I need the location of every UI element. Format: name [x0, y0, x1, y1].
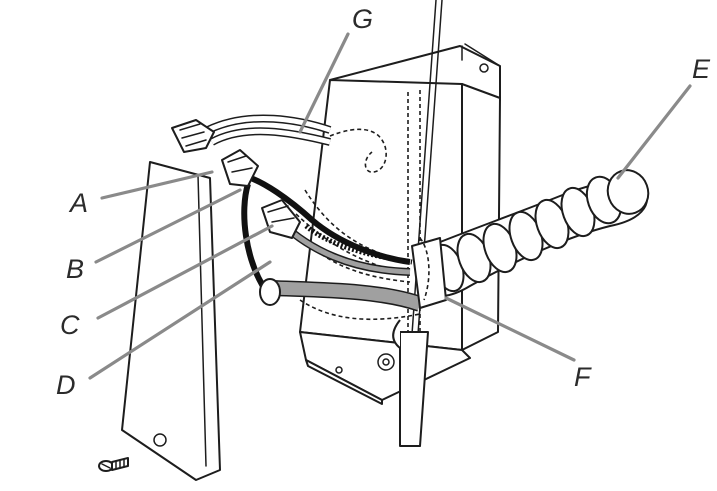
leader-a	[100, 170, 214, 200]
leader-lines	[88, 32, 692, 380]
leader-c	[96, 224, 274, 320]
leader-g	[298, 32, 350, 134]
label-d: D	[56, 370, 76, 400]
label-c: C	[60, 310, 80, 340]
label-a: A	[68, 188, 88, 218]
junction-box-icon	[299, 0, 501, 447]
callout-labels: A B C D E F G	[56, 4, 711, 400]
cover-plate	[121, 161, 221, 481]
leader-f	[444, 296, 576, 362]
leader-d	[88, 260, 272, 380]
wire-nut-icon	[171, 119, 215, 153]
label-g: G	[352, 4, 373, 34]
leader-b	[94, 188, 242, 264]
label-e: E	[692, 54, 711, 84]
label-f: F	[574, 362, 592, 392]
screw-icon	[98, 457, 129, 472]
flexible-conduit-icon	[411, 169, 650, 309]
leader-e	[616, 84, 692, 180]
label-b: B	[66, 254, 84, 284]
wire-nut-icon	[221, 149, 259, 187]
